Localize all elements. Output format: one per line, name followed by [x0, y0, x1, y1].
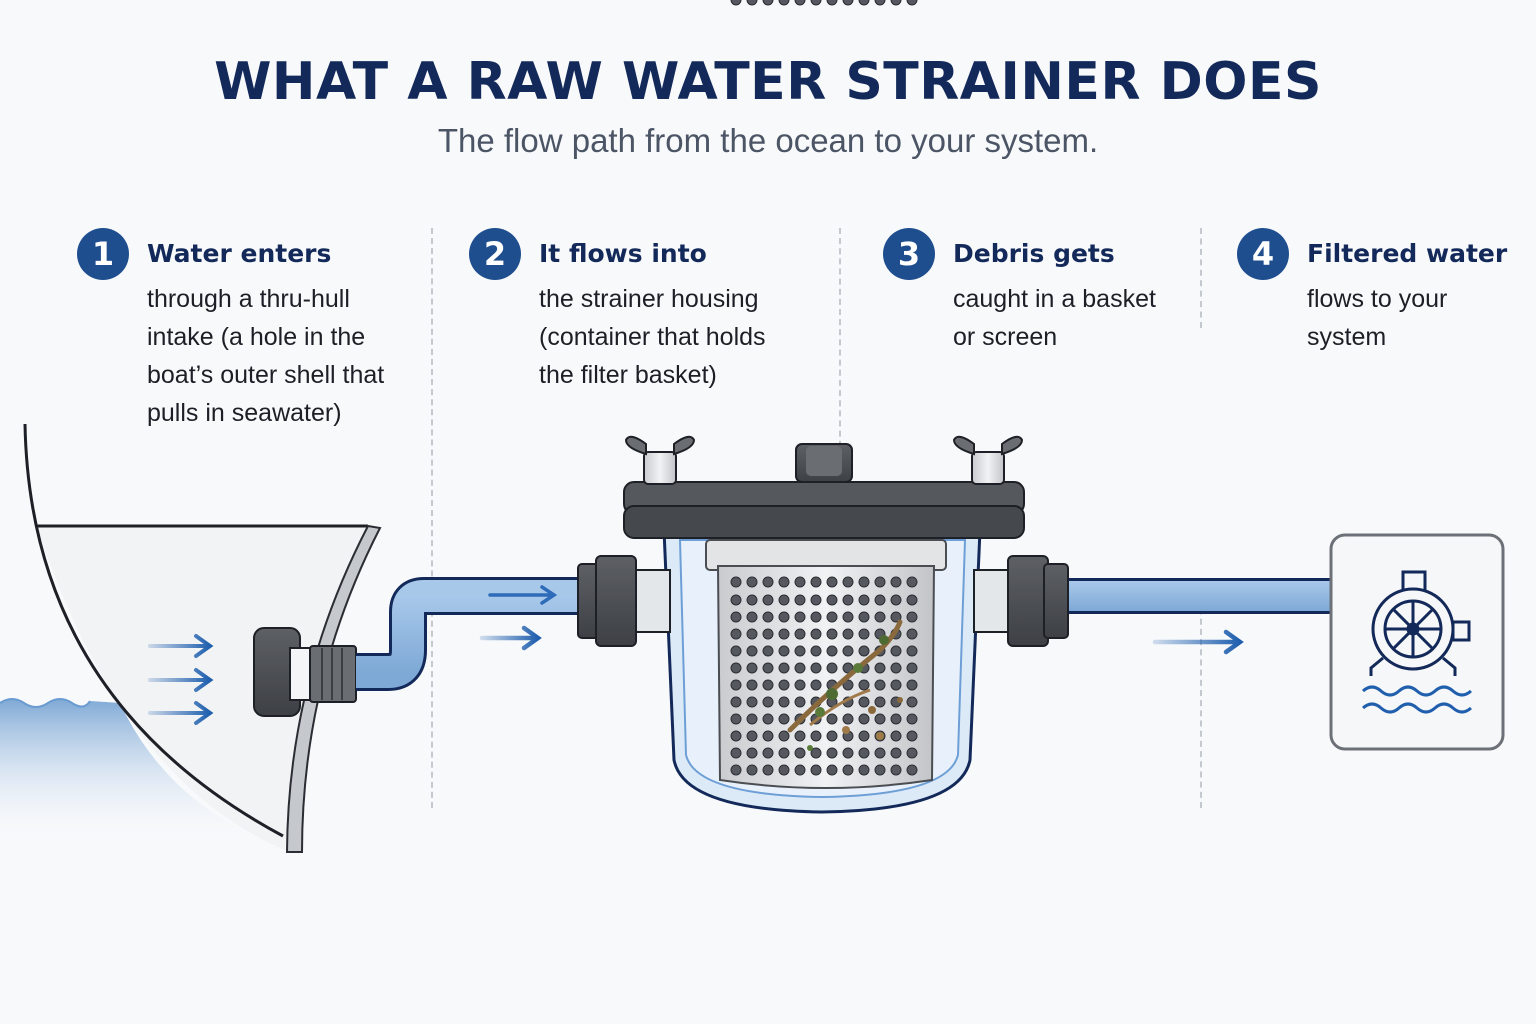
column-divider — [1200, 578, 1202, 808]
page-title: WHAT A RAW WATER STRAINER DOES — [214, 52, 1322, 112]
thru-hull-intake — [253, 627, 357, 717]
step-description: through a thru-hull intake (a hole in th… — [147, 285, 385, 427]
seawater — [0, 698, 290, 850]
flow-arrow-icon — [479, 585, 558, 651]
step-description: flows to your system — [1307, 285, 1448, 351]
step-3: 3 Debris gets caught in a basket or scre… — [883, 228, 1156, 356]
flow-arrow-icon — [148, 634, 214, 725]
wing-nut-icon — [624, 435, 696, 485]
step-1: 1 Water enters through a thru-hull intak… — [77, 228, 384, 432]
step-number-badge: 1 — [77, 228, 129, 280]
column-divider — [839, 228, 841, 548]
wing-nut-icon — [952, 435, 1024, 485]
flow-arrow-icon — [1152, 629, 1244, 655]
hose — [1068, 578, 1332, 614]
boat-hull — [23, 423, 382, 853]
step-heading: It flows into — [539, 239, 707, 268]
hose — [356, 577, 590, 691]
step-4: 4 Filtered water flows to your system — [1237, 228, 1507, 356]
step-number-badge: 3 — [883, 228, 935, 280]
strainer-lid — [623, 443, 1025, 539]
step-number-badge: 4 — [1237, 228, 1289, 280]
page-subtitle: The flow path from the ocean to your sys… — [437, 122, 1099, 159]
step-heading: Filtered water — [1307, 239, 1508, 268]
step-number-badge: 2 — [469, 228, 521, 280]
step-description: the strainer housing (container that hol… — [539, 285, 766, 389]
pump-impeller-icon — [1369, 570, 1471, 676]
step-heading: Debris gets — [953, 239, 1115, 268]
debris — [787, 619, 903, 751]
engine-system-box — [1329, 533, 1505, 751]
filter-basket — [705, 0, 947, 789]
step-2: 2 It flows into the strainer housing (co… — [469, 228, 766, 394]
column-divider — [1200, 228, 1202, 328]
step-description: caught in a basket or screen — [953, 285, 1156, 351]
water-waves-icon — [1362, 685, 1472, 714]
step-heading: Water enters — [147, 239, 332, 268]
column-divider — [431, 228, 433, 808]
